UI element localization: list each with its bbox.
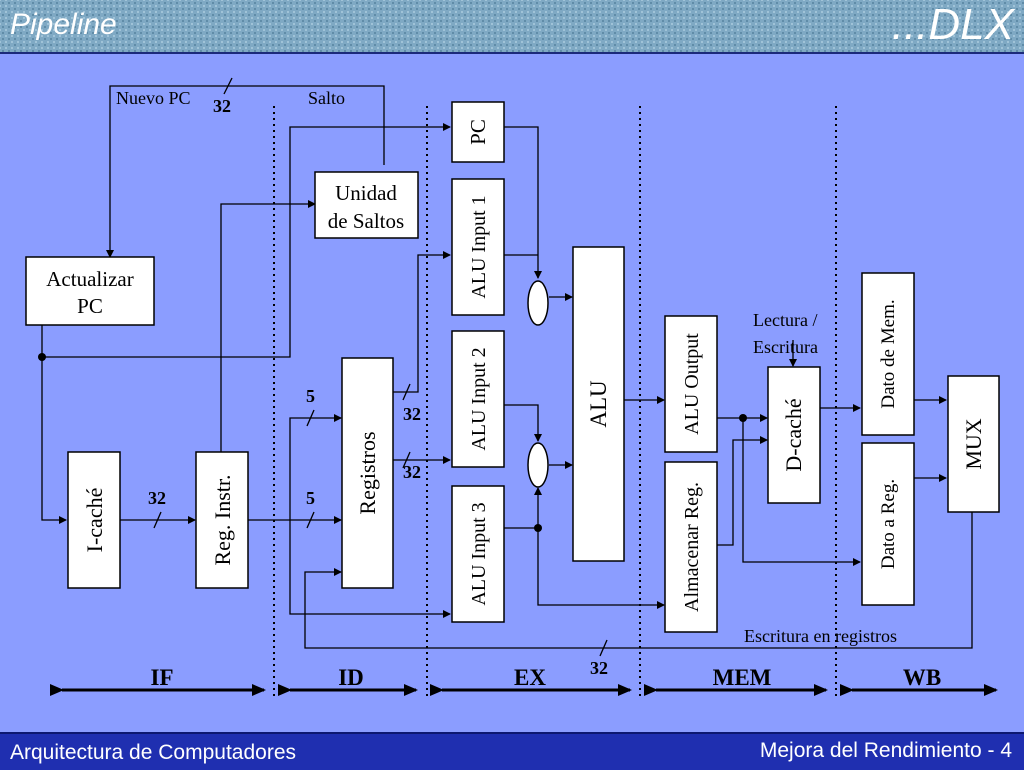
bus-tick (153, 511, 162, 529)
wire-pc-down (41, 325, 67, 524)
alu-input-3-label: ALU Input 3 (468, 502, 490, 605)
almacenar-reg-label: Almacenar Reg. (681, 482, 703, 612)
block-dato-mem: Dato de Mem. (861, 272, 915, 436)
label-escritura-registros: Escritura en registros (744, 626, 897, 646)
icache-label: I-caché (82, 488, 107, 553)
block-actualizar-pc: Actualizar PC (25, 256, 155, 326)
block-pc: PC (451, 101, 505, 163)
pc-label: PC (466, 119, 490, 145)
mux-label: MUX (961, 418, 986, 469)
block-dato-reg: Dato a Reg. (861, 442, 915, 606)
registros-label: Registros (355, 431, 380, 514)
stage-labels: IF ID EX MEM WB (151, 665, 942, 690)
bus-width-32-top: 32 (213, 96, 231, 116)
label-lectura: Lectura / (753, 310, 817, 330)
wire-pc-mux1 (504, 126, 542, 279)
bus-width-32-bottom: 32 (590, 658, 608, 678)
label-nuevo-pc: Nuevo PC (116, 88, 191, 108)
stage-label-ex: EX (514, 665, 546, 690)
bus-tick (599, 639, 608, 657)
bus-width-32-reg2: 32 (403, 462, 421, 482)
wire-aluout-datoreg (742, 418, 861, 566)
reg-instr-label: Reg. Instr. (210, 474, 235, 565)
block-almacenar-reg: Almacenar Reg. (664, 461, 718, 633)
wire-in3-mux2 (504, 487, 542, 529)
alu-label: ALU (586, 380, 611, 428)
slide-topic: ...DLX (891, 0, 1014, 49)
wire-store-dcache (717, 436, 768, 546)
wire-writeback (304, 512, 973, 649)
wire-nuevo-pc (106, 85, 385, 258)
footer-course: Arquitectura de Computadores (10, 741, 296, 764)
block-alu-input-1: ALU Input 1 (451, 178, 505, 316)
stage-label-wb: WB (903, 665, 941, 690)
bus-width-5-bottom: 5 (306, 488, 315, 508)
stage-label-mem: MEM (713, 665, 772, 690)
label-salto: Salto (308, 88, 345, 108)
actualizar-pc-line1: Actualizar (46, 267, 133, 291)
alu-input-2-label: ALU Input 2 (468, 347, 490, 450)
dato-reg-label: Dato a Reg. (878, 479, 899, 569)
block-alu-input-3: ALU Input 3 (451, 485, 505, 623)
block-registros: Registros (341, 357, 394, 589)
alu-input-1-label: ALU Input 1 (468, 195, 490, 298)
wire-in3-store (537, 528, 665, 609)
block-alu-input-2: ALU Input 2 (451, 330, 505, 468)
bus-tick (306, 409, 315, 427)
bus-tick (402, 451, 411, 469)
bus-tick (306, 511, 315, 529)
alu-output-label: ALU Output (681, 333, 703, 435)
operand-mux-1 (527, 280, 549, 326)
block-icache: I-caché (67, 451, 121, 589)
slide-title: Pipeline (10, 8, 117, 41)
wire-ir-saltos (220, 200, 316, 452)
block-alu: ALU (572, 246, 625, 562)
wire-reg-addr-top (289, 414, 342, 520)
dcache-label: D-caché (781, 398, 806, 471)
footer-section: Mejora del Rendimiento - 4 (759, 739, 1012, 762)
dato-mem-label: Dato de Mem. (878, 299, 899, 408)
bus-width-32-if: 32 (148, 488, 166, 508)
junction-dot (739, 414, 747, 422)
block-unidad-saltos: Unidad de Saltos (314, 171, 419, 239)
actualizar-pc-line2: PC (77, 294, 103, 318)
stage-dividers (273, 106, 837, 696)
wire-reg-addr-bottom (289, 520, 451, 618)
stage-label-if: IF (151, 665, 174, 690)
slide-footer: Arquitectura de Computadores Mejora del … (0, 732, 1024, 770)
bus-tick (402, 383, 411, 401)
block-mux: MUX (947, 375, 1000, 513)
unidad-saltos-line2: de Saltos (328, 209, 404, 233)
wire-pc-to-ex (42, 123, 451, 358)
wires (38, 77, 973, 657)
label-escritura: Escritura (753, 337, 818, 357)
junction-dot (38, 353, 46, 361)
block-alu-output: ALU Output (664, 315, 718, 453)
stage-label-id: ID (338, 665, 364, 690)
junction-dot (534, 524, 542, 532)
wire-regs-in1 (393, 251, 451, 393)
block-reg-instr: Reg. Instr. (195, 451, 249, 589)
block-dcache: D-caché (767, 366, 821, 504)
bus-tick (223, 77, 233, 95)
unidad-saltos-line1: Unidad (335, 181, 397, 205)
bus-width-5-top: 5 (306, 386, 315, 406)
operand-mux-2 (527, 442, 549, 488)
bus-width-32-reg1: 32 (403, 404, 421, 424)
slide-header: Pipeline ...DLX (0, 0, 1024, 54)
wire-in2-mux2 (504, 404, 542, 442)
